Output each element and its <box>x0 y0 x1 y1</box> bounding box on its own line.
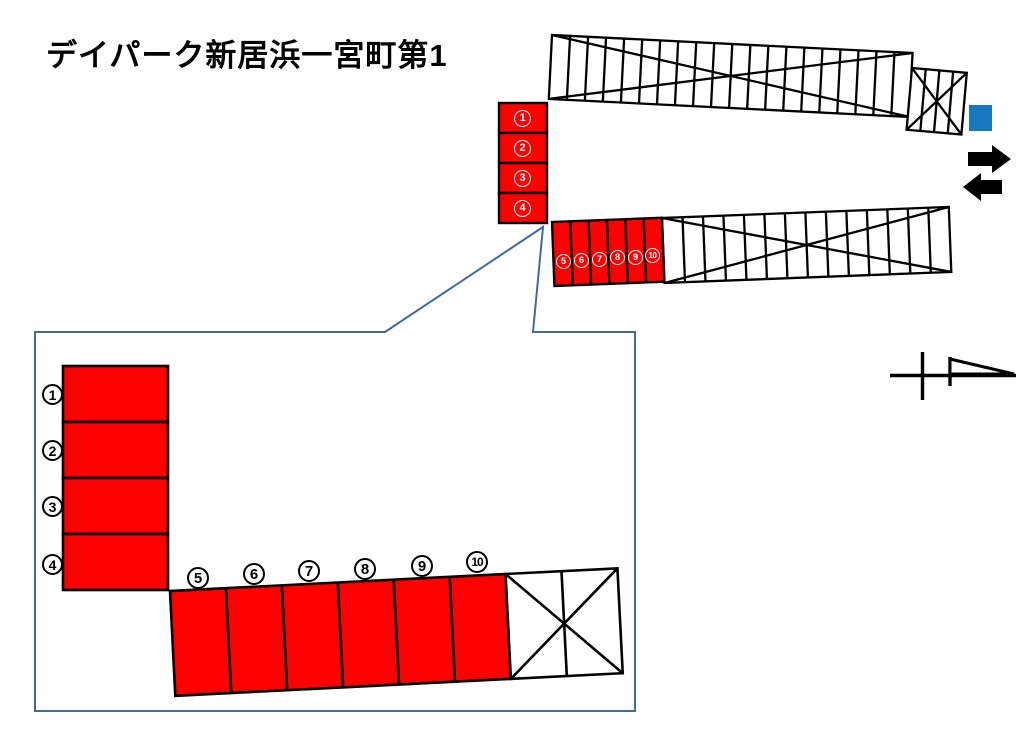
detail-stall-2 <box>61 420 170 480</box>
detail-stall-label: 5 <box>187 567 209 589</box>
detail-stall-column <box>61 364 170 592</box>
detail-stall-label: 7 <box>298 560 320 582</box>
blue-square-marker-icon <box>969 105 992 131</box>
detail-stall-label: 2 <box>42 440 63 461</box>
overview-stall-label: 8 <box>610 250 625 265</box>
road-sign-icon <box>890 352 1016 400</box>
arrow-right-icon <box>968 145 1011 173</box>
overview-hatched-block-small <box>905 66 969 136</box>
detail-stall-row <box>168 566 625 698</box>
detail-stall-label: 3 <box>42 496 63 517</box>
detail-stall-3 <box>61 476 170 536</box>
overview-stall-label: 1 <box>514 110 531 127</box>
detail-stall-4 <box>61 532 170 592</box>
overview-stall-label: 5 <box>556 254 571 269</box>
overview-stall-label: 4 <box>514 200 531 217</box>
overview-stall-3 <box>497 161 549 195</box>
detail-stall-label: 6 <box>243 563 265 585</box>
detail-stall-row-red <box>168 572 513 698</box>
detail-stall-label: 4 <box>42 554 63 575</box>
detail-stall-label: 8 <box>354 558 376 580</box>
detail-stall-label: 9 <box>411 555 433 577</box>
overview-stall-label: 3 <box>514 170 531 187</box>
detail-stall-1 <box>61 364 170 424</box>
detail-stall-label: 1 <box>42 384 63 405</box>
overview-stall-row <box>550 216 666 288</box>
overview-stall-label: 6 <box>574 253 589 268</box>
overview-stall-label: 10 <box>645 248 660 263</box>
overview-stall-label: 9 <box>628 250 643 265</box>
overview-stall-label: 7 <box>592 252 607 267</box>
overview-stall-label: 2 <box>514 140 531 157</box>
overview-hatched-row-top <box>547 33 914 119</box>
page-title: デイパーク新居浜一宮町第1 <box>46 38 448 73</box>
detail-hatched-end <box>504 566 625 681</box>
detail-stall-label: 10 <box>466 551 488 573</box>
arrow-left-icon <box>963 173 1002 201</box>
overview-hatched-row-middle <box>660 205 953 285</box>
